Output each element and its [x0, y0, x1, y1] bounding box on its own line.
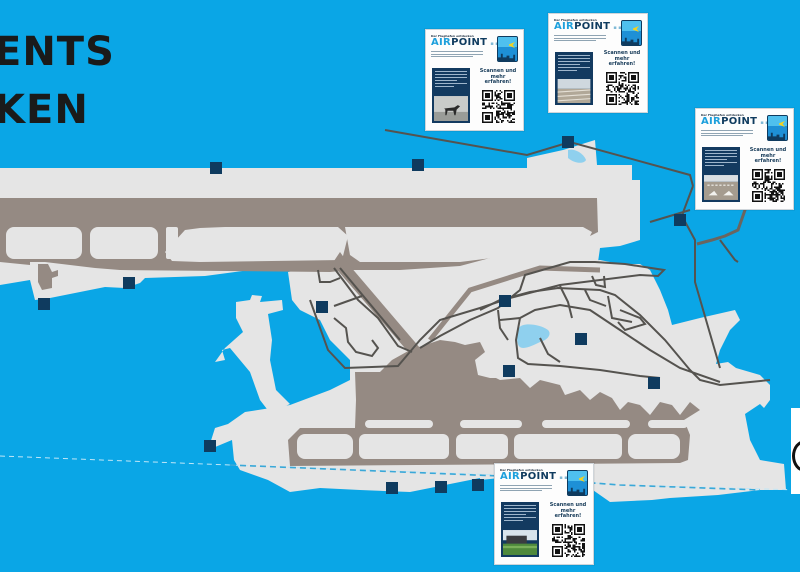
road-east-branch: [649, 209, 691, 223]
sign-photo: [503, 530, 537, 555]
airport-badge-icon: [621, 20, 642, 46]
sign-kicker: Der Flughafen entdecken: [500, 468, 543, 472]
qr-code[interactable]: [752, 169, 785, 202]
island-12: [456, 434, 508, 459]
qr-code[interactable]: [606, 72, 639, 105]
taxiway-islands: [6, 227, 688, 459]
airpoint-marker[interactable]: [648, 377, 660, 389]
sign-kicker: Der Flughafen entdecken: [701, 113, 744, 117]
scan-prompt: Scannen und mehr erfahren!: [749, 146, 787, 165]
pond-north: [568, 149, 586, 163]
road-inner-3: [339, 267, 401, 341]
sign-description: [431, 51, 483, 59]
road-campus-10: [591, 275, 607, 289]
island-5: [345, 227, 592, 262]
plane-icon: [633, 26, 639, 32]
island-2: [90, 227, 158, 259]
sign-kicker: Der Flughafen entdecken: [554, 18, 597, 22]
road-campus-9: [497, 309, 509, 341]
apron-small-left: [38, 264, 58, 290]
land-pier: [215, 295, 290, 413]
sign-photo: [434, 96, 468, 121]
scan-prompt: Scannen und mehr erfahren!: [479, 67, 517, 86]
sign-description: [554, 35, 606, 43]
island-4: [165, 227, 348, 262]
boundary-dashed-line: [0, 455, 800, 491]
island-7: [460, 420, 522, 428]
airpoint-marker[interactable]: [210, 162, 222, 174]
scan-prompt: Scannen und mehr erfahren!: [549, 501, 587, 520]
info-panel: [555, 52, 593, 105]
road-inner-4: [333, 295, 363, 307]
sign-photo: [557, 79, 591, 103]
info-panel: [501, 502, 539, 557]
taxiway-diagonal: [332, 252, 420, 354]
road-campus-2: [499, 303, 721, 383]
road-campus-7: [607, 295, 633, 323]
sign-photo: [704, 175, 738, 200]
ring-icon: [792, 440, 800, 472]
airpoint-marker[interactable]: [123, 277, 135, 289]
road-campus-8: [617, 309, 647, 332]
sign-description: [500, 485, 552, 493]
road-inner-5: [333, 317, 380, 358]
pond: [517, 324, 550, 348]
island-14: [628, 434, 680, 459]
airpoint-marker[interactable]: [472, 479, 484, 491]
info-panel: [702, 147, 740, 202]
airpoint-sign[interactable]: Der Flughafen entdecken AIRPOINT▪▪▪▪▪▪ S…: [695, 108, 794, 210]
info-panel: [432, 68, 470, 123]
qr-code[interactable]: [552, 524, 585, 557]
airpoint-marker[interactable]: [562, 136, 574, 148]
airpoint-marker[interactable]: [412, 159, 424, 171]
plane-icon: [579, 476, 585, 482]
island-1: [6, 227, 82, 259]
airport-badge-icon: [567, 470, 588, 496]
airpoint-markers: [38, 136, 686, 494]
island-6: [365, 420, 433, 428]
road-campus-6: [584, 289, 607, 307]
airport-badge-icon: [497, 36, 518, 62]
airpoint-sign[interactable]: Der Flughafen entdecken AIRPOINT▪▪▪▪▪▪ S…: [548, 13, 648, 113]
airpoint-marker[interactable]: [386, 482, 398, 494]
island-9: [648, 420, 688, 428]
airpoint-marker[interactable]: [316, 301, 328, 313]
island-11: [359, 434, 449, 459]
title-line-2: KEN: [0, 87, 89, 133]
island-10: [297, 434, 353, 459]
airpoint-sign[interactable]: Der Flughafen entdecken AIRPOINT▪▪▪▪▪▪ S…: [494, 463, 594, 565]
airpoint-marker[interactable]: [674, 214, 686, 226]
airport-badge-icon: [767, 115, 788, 141]
island-13: [514, 434, 622, 459]
road-inner-1: [317, 269, 341, 283]
road-campus-4: [539, 337, 561, 363]
scan-prompt: Scannen und mehr erfahren!: [603, 49, 641, 68]
plane-icon: [779, 121, 785, 127]
airpoint-marker[interactable]: [575, 333, 587, 345]
title-line-1: ENTS: [0, 29, 115, 75]
airpoint-marker[interactable]: [435, 481, 447, 493]
airpoint-marker[interactable]: [499, 295, 511, 307]
edge-sign: [791, 408, 800, 494]
taxiway-connector: [428, 265, 601, 342]
road-east-spur: [719, 239, 739, 263]
qr-code[interactable]: [482, 90, 515, 123]
road-east-link: [680, 185, 721, 369]
island-8: [542, 420, 630, 428]
airpoint-marker[interactable]: [38, 298, 50, 310]
road-campus-1: [479, 286, 771, 387]
road-campus-5: [559, 285, 573, 319]
airpoint-marker[interactable]: [204, 440, 216, 452]
airpoint-marker[interactable]: [503, 365, 515, 377]
road-campus-3: [514, 317, 661, 379]
sign-kicker: Der Flughafen entdecken: [431, 34, 474, 38]
airpoint-sign[interactable]: Der Flughafen entdecken AIRPOINT▪▪▪▪▪▪ S…: [425, 29, 524, 131]
road-inner-2: [333, 267, 413, 353]
sign-description: [701, 130, 753, 138]
plane-icon: [509, 42, 515, 48]
